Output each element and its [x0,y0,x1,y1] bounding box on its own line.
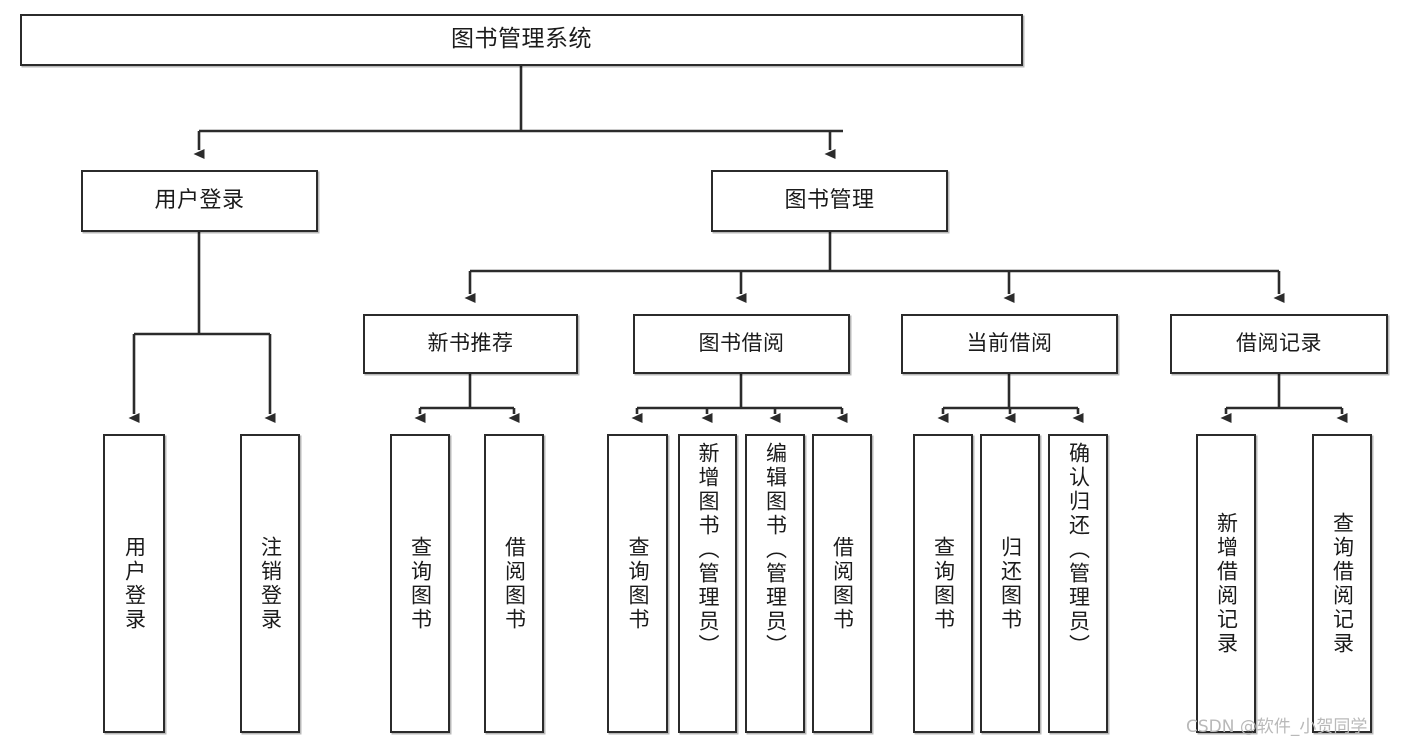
node-leaf-add-record-label: 新增借阅记录 [1214,511,1239,656]
node-user-login[interactable]: 用户登录 [81,170,318,232]
node-new-book-rec-label: 新书推荐 [427,331,514,356]
node-leaf-query-book-1-label: 查询图书 [408,535,433,632]
node-borrow-record[interactable]: 借阅记录 [1170,314,1388,374]
node-leaf-borrow-book-1[interactable]: 借阅图书 [484,434,544,733]
node-leaf-query-record-label: 查询借阅记录 [1330,511,1355,656]
node-leaf-add-book-label: 新增图书（管理员） [696,442,720,658]
node-current-borrow[interactable]: 当前借阅 [901,314,1118,374]
node-leaf-borrow-book-2-label: 借阅图书 [830,535,855,632]
node-root-label: 图书管理系统 [451,26,592,53]
node-leaf-add-book[interactable]: 新增图书（管理员） [678,434,737,733]
node-leaf-borrow-book-1-label: 借阅图书 [502,535,527,632]
node-leaf-user-login-label: 用户登录 [122,535,147,632]
node-user-login-label: 用户登录 [154,187,245,213]
node-new-book-rec[interactable]: 新书推荐 [363,314,578,374]
node-current-borrow-label: 当前借阅 [966,331,1053,356]
node-leaf-query-book-2-label: 查询图书 [626,535,650,632]
node-leaf-user-logout[interactable]: 注销登录 [240,434,300,733]
node-leaf-return-book[interactable]: 归还图书 [980,434,1040,733]
node-leaf-query-book-3[interactable]: 查询图书 [913,434,973,733]
node-leaf-borrow-book-2[interactable]: 借阅图书 [812,434,872,733]
node-root[interactable]: 图书管理系统 [20,14,1023,66]
node-leaf-query-book-2[interactable]: 查询图书 [607,434,668,733]
node-leaf-confirm-return[interactable]: 确认归还（管理员） [1048,434,1108,733]
node-book-manage[interactable]: 图书管理 [711,170,948,232]
node-leaf-return-book-label: 归还图书 [998,535,1023,632]
node-book-manage-label: 图书管理 [784,187,875,213]
node-leaf-user-login[interactable]: 用户登录 [103,434,165,733]
node-leaf-query-book-1[interactable]: 查询图书 [390,434,450,733]
node-leaf-edit-book[interactable]: 编辑图书（管理员） [745,434,805,733]
node-leaf-query-record[interactable]: 查询借阅记录 [1312,434,1372,733]
watermark: CSDN @软件_小贺同学 [1186,717,1368,737]
node-leaf-query-book-3-label: 查询图书 [931,535,956,632]
node-borrow-record-label: 借阅记录 [1236,331,1322,356]
node-leaf-edit-book-label: 编辑图书（管理员） [763,442,788,658]
node-leaf-add-record[interactable]: 新增借阅记录 [1196,434,1256,733]
node-book-borrow[interactable]: 图书借阅 [633,314,850,374]
node-leaf-user-logout-label: 注销登录 [258,535,283,632]
node-book-borrow-label: 图书借阅 [698,331,785,356]
node-leaf-confirm-return-label: 确认归还（管理员） [1066,442,1091,658]
